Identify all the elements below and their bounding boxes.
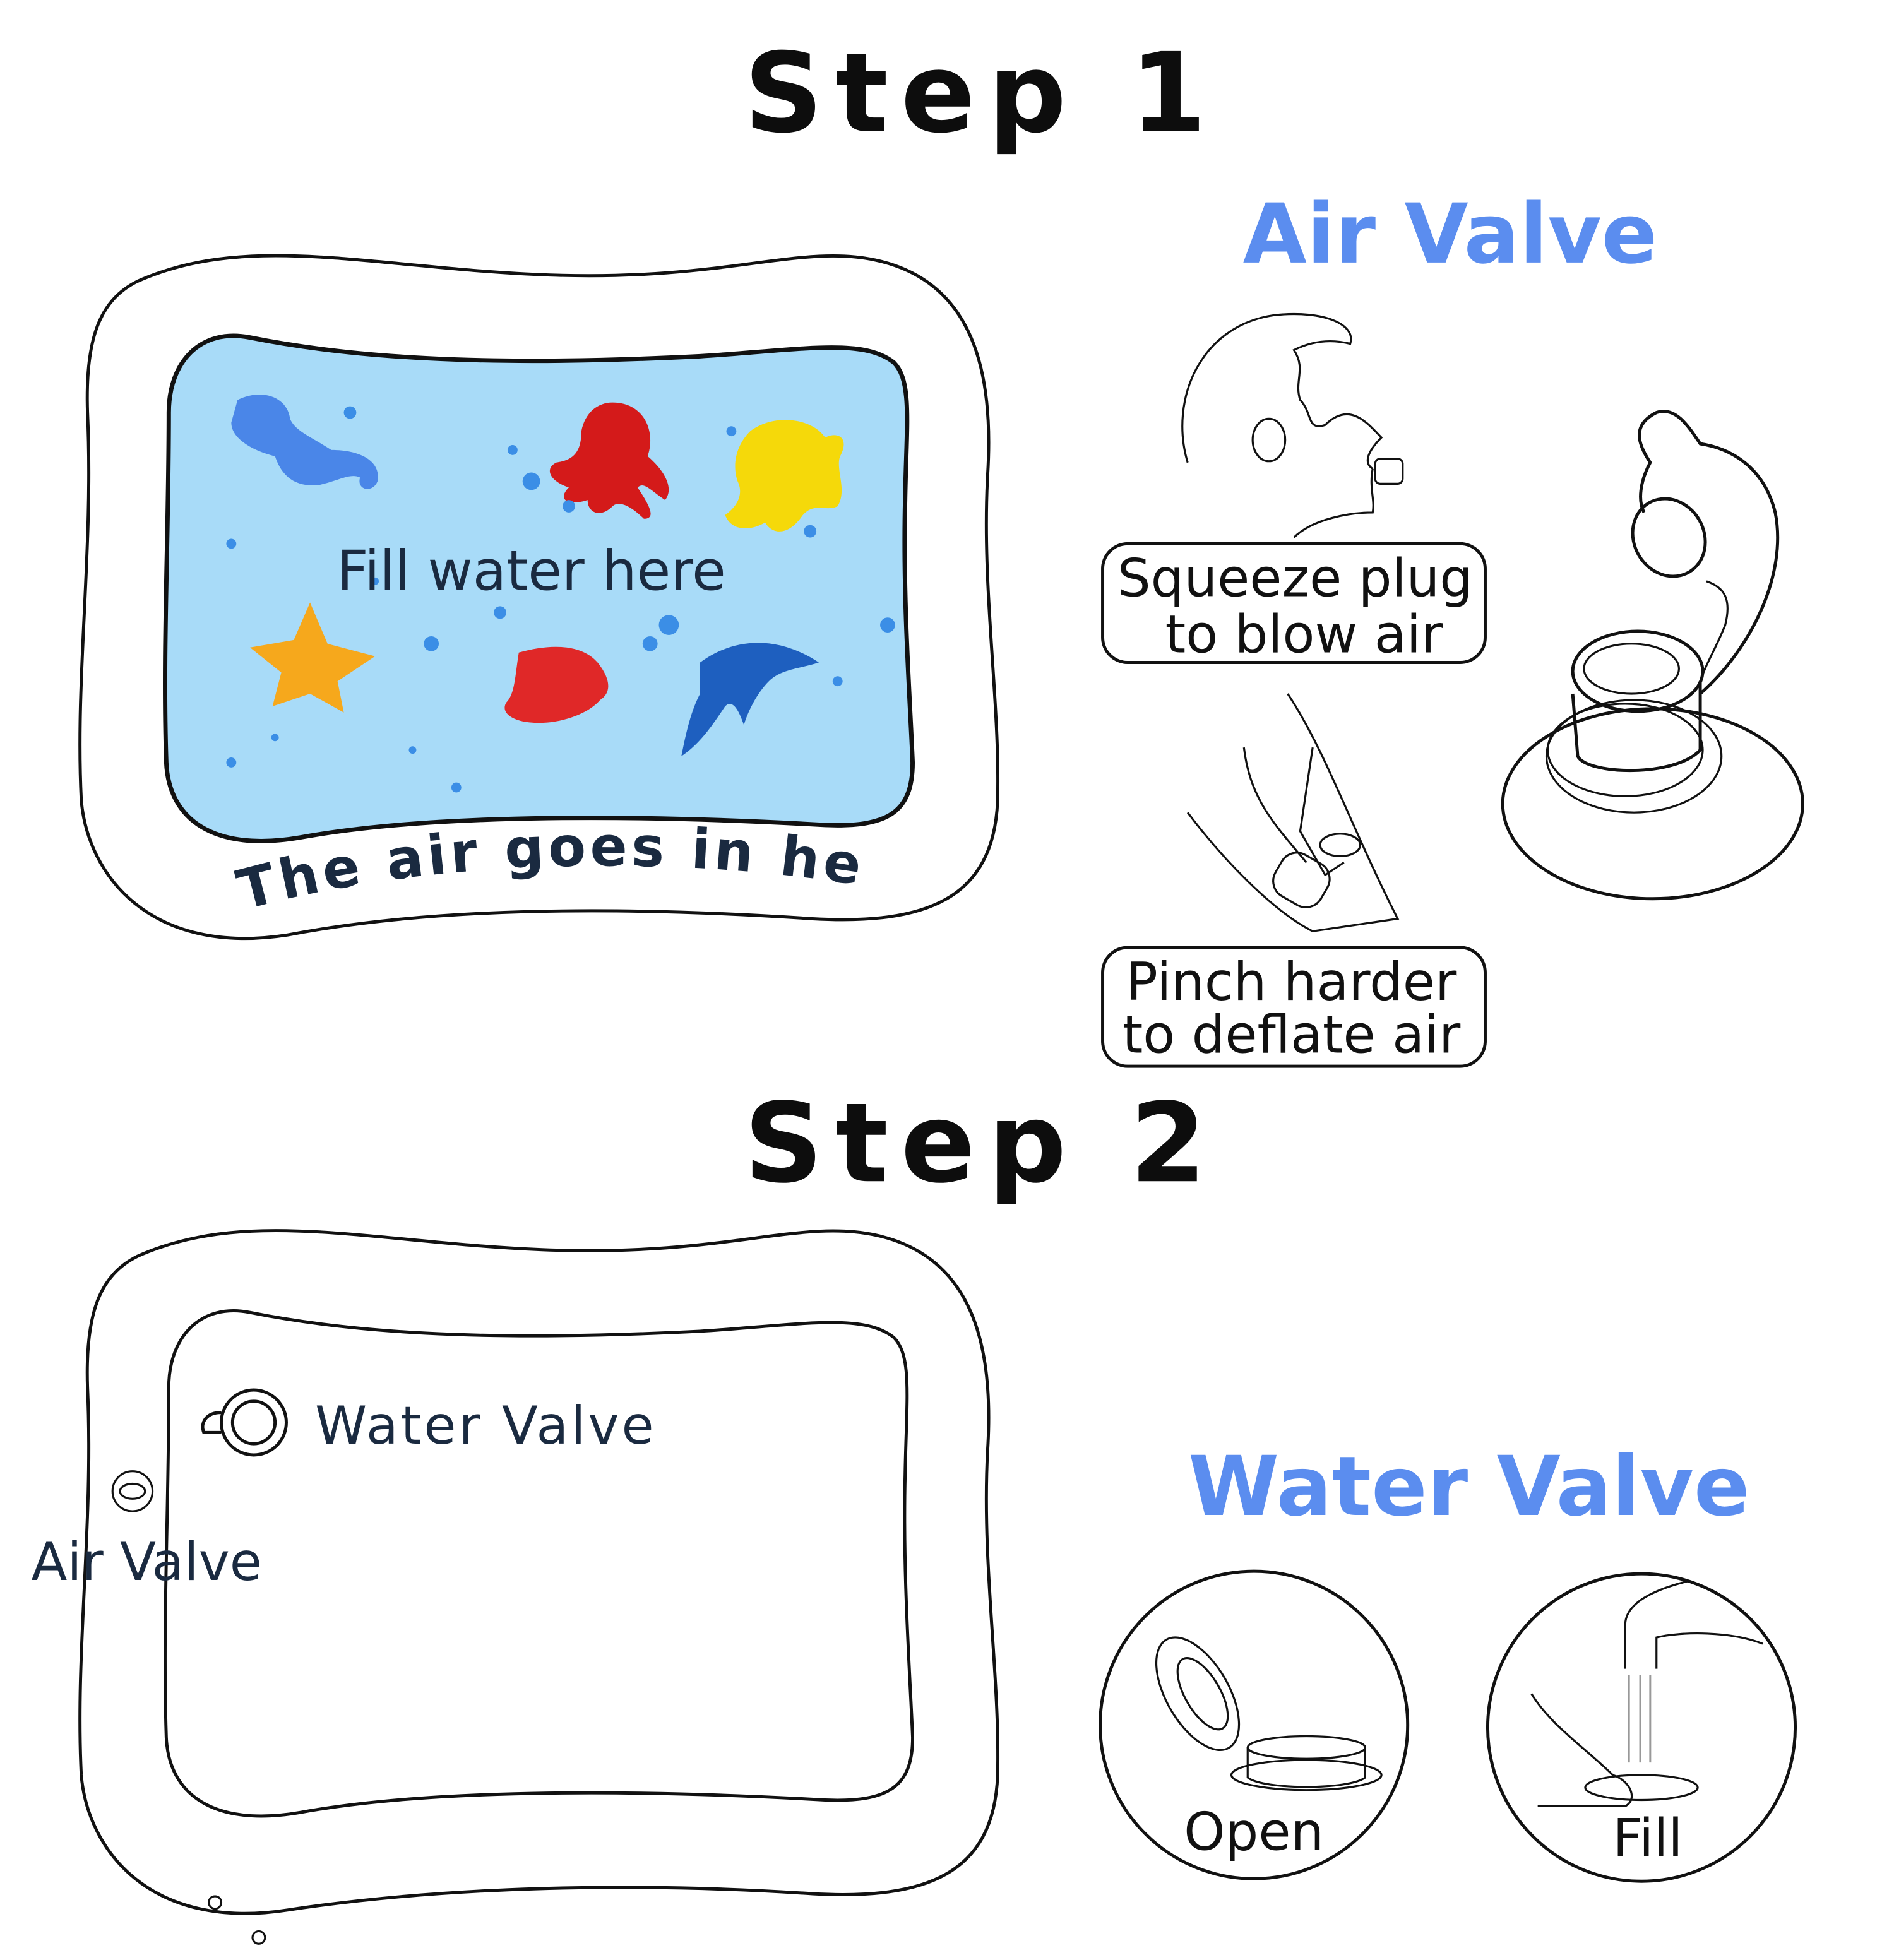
fill-illustration: Fill bbox=[1486, 1572, 1797, 1883]
pinching-hand-illustration bbox=[1186, 693, 1400, 932]
pinch-line1: Pinch harder bbox=[1126, 951, 1457, 1013]
starfish-icon bbox=[250, 602, 376, 713]
bubbles bbox=[226, 406, 895, 793]
step2-mat: Water Valve Air Valve bbox=[32, 1229, 1000, 1945]
water-valve-icon bbox=[201, 1388, 288, 1457]
open-label: Open bbox=[1184, 1802, 1324, 1863]
octopus-icon bbox=[549, 402, 669, 519]
step1-title: Step 1 bbox=[744, 30, 1218, 158]
squeeze-line1: Squeeze plug bbox=[1117, 548, 1473, 609]
air-valve-label: Air Valve bbox=[32, 1531, 262, 1593]
dolphin-icon bbox=[681, 643, 819, 757]
fish-icon bbox=[504, 646, 609, 723]
air-valve-heading: Air Valve bbox=[1243, 186, 1658, 282]
pinch-line2: to deflate air bbox=[1123, 1004, 1461, 1065]
water-valve-label: Water Valve bbox=[315, 1395, 657, 1456]
step2-title: Step 2 bbox=[744, 1079, 1218, 1208]
fill-water-label: Fill water here bbox=[337, 539, 725, 603]
squeeze-line2: to blow air bbox=[1165, 604, 1443, 665]
blowing-person-illustration bbox=[1181, 312, 1404, 538]
air-valve-plug-illustration bbox=[1501, 410, 1804, 901]
air-valve-icon bbox=[111, 1470, 154, 1512]
squeeze-instruction-box: Squeeze plug to blow air bbox=[1101, 542, 1487, 665]
turtle-icon bbox=[725, 420, 844, 532]
seahorse-icon bbox=[231, 395, 378, 489]
open-illustration: Open bbox=[1099, 1569, 1410, 1880]
fill-label: Fill bbox=[1612, 1808, 1683, 1869]
water-valve-heading: Water Valve bbox=[1188, 1439, 1750, 1535]
pinch-instruction-box: Pinch harder to deflate air bbox=[1101, 946, 1487, 1068]
